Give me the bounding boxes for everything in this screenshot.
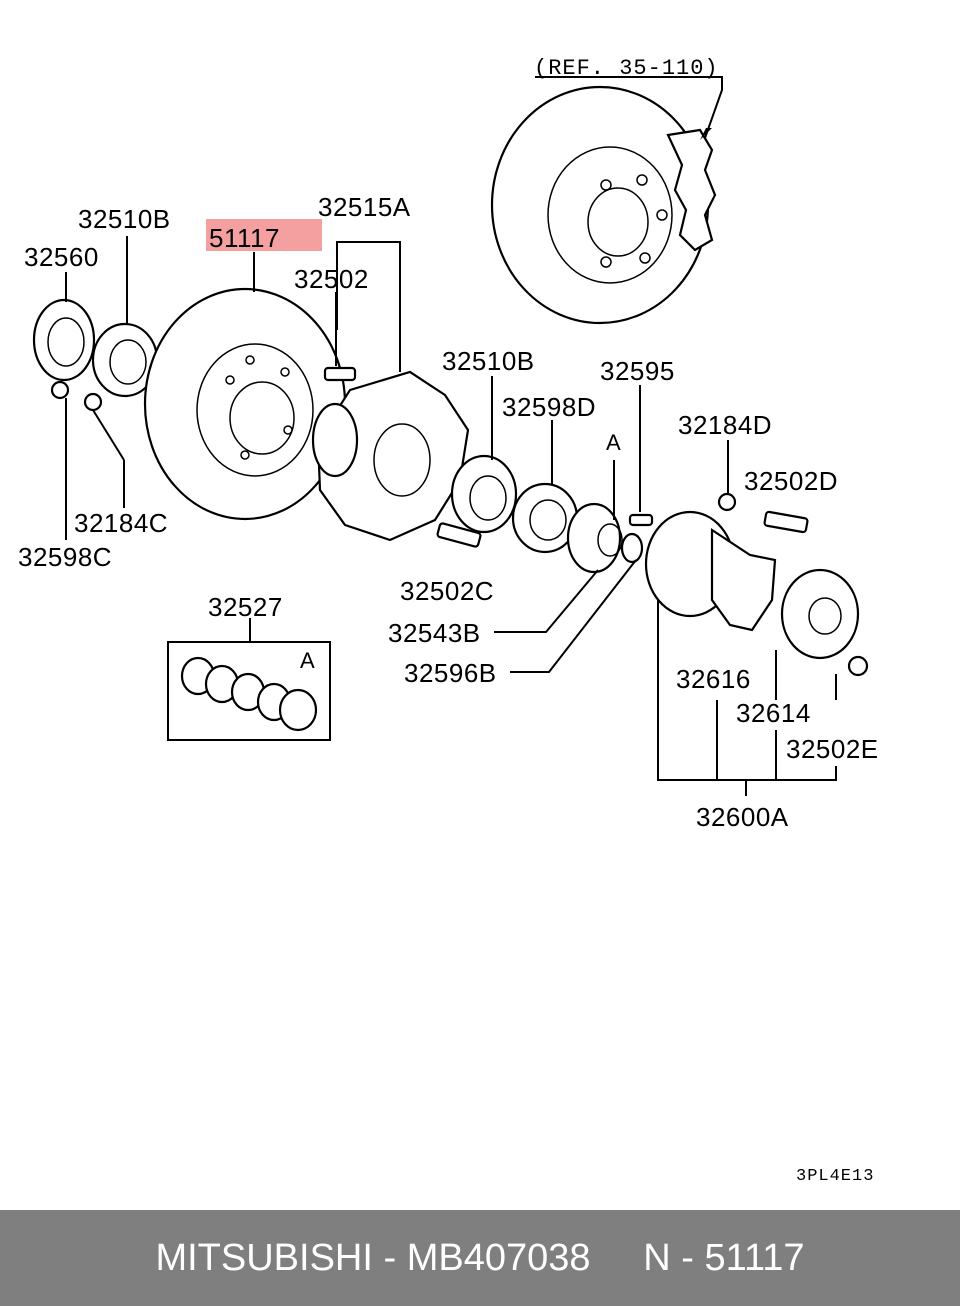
label-32595: 32595 [600,356,675,386]
ref-marker-a-box: A [300,648,315,673]
label-32598C: 32598C [18,542,112,572]
freewheel-hub-32600A [644,492,869,677]
reference-brake-disc [490,76,723,325]
label-32502D: 32502D [744,466,838,496]
bearing-32510B [450,454,518,534]
drawing-code: 3PL4E13 [796,1167,874,1186]
lock-washer-group [566,502,654,574]
footer-bar: MITSUBISHI - MB407038 N - 51117 [0,1210,960,1306]
hub-32515A [311,370,470,542]
label-32184D: 32184D [678,410,772,440]
label-32596B: 32596B [404,658,497,688]
label-32543B: 32543B [388,618,481,648]
label-32184C: 32184C [74,508,168,538]
kit-box-32527 [167,641,331,741]
label-32614: 32614 [736,698,811,728]
label-32616: 32616 [676,664,751,694]
brake-disc-51117 [143,287,347,521]
label-32600A: 32600A [696,802,789,832]
label-32515A: 32515A [318,192,411,222]
left-seal-bearing-group [32,298,159,412]
highlight-box [206,219,322,251]
label-32527: 32527 [208,592,283,622]
parts-diagram: (REF. 35-110) [18,56,879,1186]
label-32510B-mid: 32510B [442,346,535,376]
label-32598D: 32598D [502,392,596,422]
ref-note: (REF. 35-110) [534,56,719,81]
label-32502E: 32502E [786,734,879,764]
label-32502: 32502 [294,264,369,294]
bolt-32502C [436,522,482,548]
bolt-32502 [323,366,357,382]
label-32560: 32560 [24,242,99,272]
footer-text: MITSUBISHI - MB407038 N - 51117 [155,1236,805,1279]
ref-marker-a-top: A [606,430,621,455]
label-32502C: 32502C [400,576,494,606]
highlight-label: 51117 [209,223,280,253]
label-32510B-left: 32510B [78,204,171,234]
